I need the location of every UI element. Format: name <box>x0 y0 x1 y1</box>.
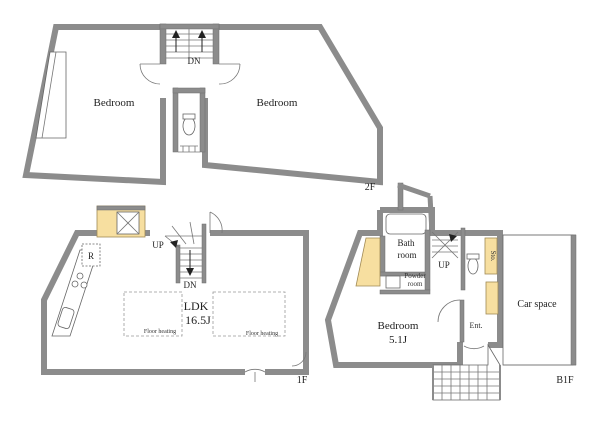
stair-arrow-icon <box>198 30 206 38</box>
fridge <box>81 243 101 267</box>
wall-2f-stair-right <box>212 23 220 65</box>
stair-1f <box>164 221 207 284</box>
toilet-2f-icon <box>182 116 196 136</box>
stair-arrow-icon <box>186 268 194 276</box>
floor-heating-right-label: Floor heating <box>246 331 278 337</box>
bathtub <box>385 213 427 235</box>
room-label-b1f-bath-1: Bath <box>398 238 415 248</box>
floor-2f: DN Bedroom Bedroom 2F <box>22 23 383 193</box>
floor-heating-left-label: Floor heating <box>144 329 176 335</box>
wall-2f-stair-left <box>159 23 167 65</box>
toilet-b1f-icon <box>467 257 479 275</box>
room-label-b1f-bath-2: room <box>398 250 417 260</box>
stove-burner-icon <box>80 281 88 289</box>
room-label-b1f-powder-2: room <box>408 280 423 288</box>
closet-b1f-left <box>355 237 381 287</box>
wall-2f-right-bedroom <box>202 24 383 186</box>
stove-burner-icon <box>71 280 79 288</box>
floor-1f: UP DN R Floor heating Floor heating LDK … <box>41 205 309 386</box>
wall-2f-wc-left <box>172 87 179 153</box>
wall-b1f-wc <box>460 227 466 291</box>
wall-2f-wc-top <box>172 87 206 94</box>
room-label-b1f-storage: Sto. <box>489 250 497 261</box>
wall-2f-stair-top <box>159 23 220 30</box>
floor-label-1f: 1F <box>297 375 308 386</box>
kitchen-counter <box>51 243 101 337</box>
room-size-b1f-bedroom: 5.1J <box>389 334 408 346</box>
room-label-b1f-entrance: Ent. <box>469 321 482 330</box>
room-label-b1f-bedroom: Bedroom <box>378 320 419 332</box>
stair-b1f-up-label: UP <box>438 260 450 270</box>
wc-2f-door <box>180 145 198 152</box>
stair-arrow-icon <box>449 234 457 242</box>
car-space-label: Car space <box>517 299 557 310</box>
room-label-2f-bedroom-right: Bedroom <box>257 97 298 109</box>
room-label-1f-ldk: LDK <box>184 299 209 313</box>
car-space <box>502 234 574 366</box>
door-1f-top <box>209 211 223 234</box>
room-label-b1f-powder-1: Powder <box>404 272 426 280</box>
floor-heating-zone-right <box>212 291 286 337</box>
floor-label-b1f: B1F <box>556 375 574 386</box>
sink-icon <box>57 307 75 329</box>
stair-b1f <box>431 231 459 259</box>
wall-2f-wc-right <box>199 87 206 153</box>
storage-closet-b1f <box>484 237 498 275</box>
shoe-closet-b1f <box>485 281 499 315</box>
washbasin-icon <box>385 275 401 289</box>
fridge-label: R <box>88 251 94 261</box>
stair-2f <box>166 29 213 64</box>
door-b1f-bedroom <box>437 299 461 323</box>
room-size-1f-ldk: 16.5J <box>185 313 211 327</box>
terrace-b1f <box>432 343 501 401</box>
floor-label-2f: 2F <box>365 182 376 193</box>
stair-2f-label: DN <box>188 56 201 66</box>
stair-1f-up-label: UP <box>152 240 164 250</box>
floor-b1f: Bath room Powder room UP Sto. Ent. Bedro… <box>324 182 577 401</box>
wall-b1f-top-box <box>397 182 404 211</box>
door-1f-right <box>291 351 307 367</box>
room-label-2f-bedroom-left: Bedroom <box>94 97 135 109</box>
door-1f-entry <box>244 368 266 373</box>
door-b1f-entrance <box>463 345 485 350</box>
door-2f-right <box>218 63 241 85</box>
wall-b1f-outline-right <box>380 207 503 348</box>
stair-1f-dn-label: DN <box>184 280 197 290</box>
stove-burner-icon <box>76 272 84 280</box>
stair-arrow-icon <box>170 240 178 248</box>
wall-1f-outline-right <box>210 230 309 375</box>
stair-arrow-icon <box>172 30 180 38</box>
floor-heating-zone-left <box>123 291 183 337</box>
door-2f-left <box>139 63 161 85</box>
wall-2f-left-bedroom <box>22 24 166 186</box>
window-2f-left <box>35 51 67 139</box>
